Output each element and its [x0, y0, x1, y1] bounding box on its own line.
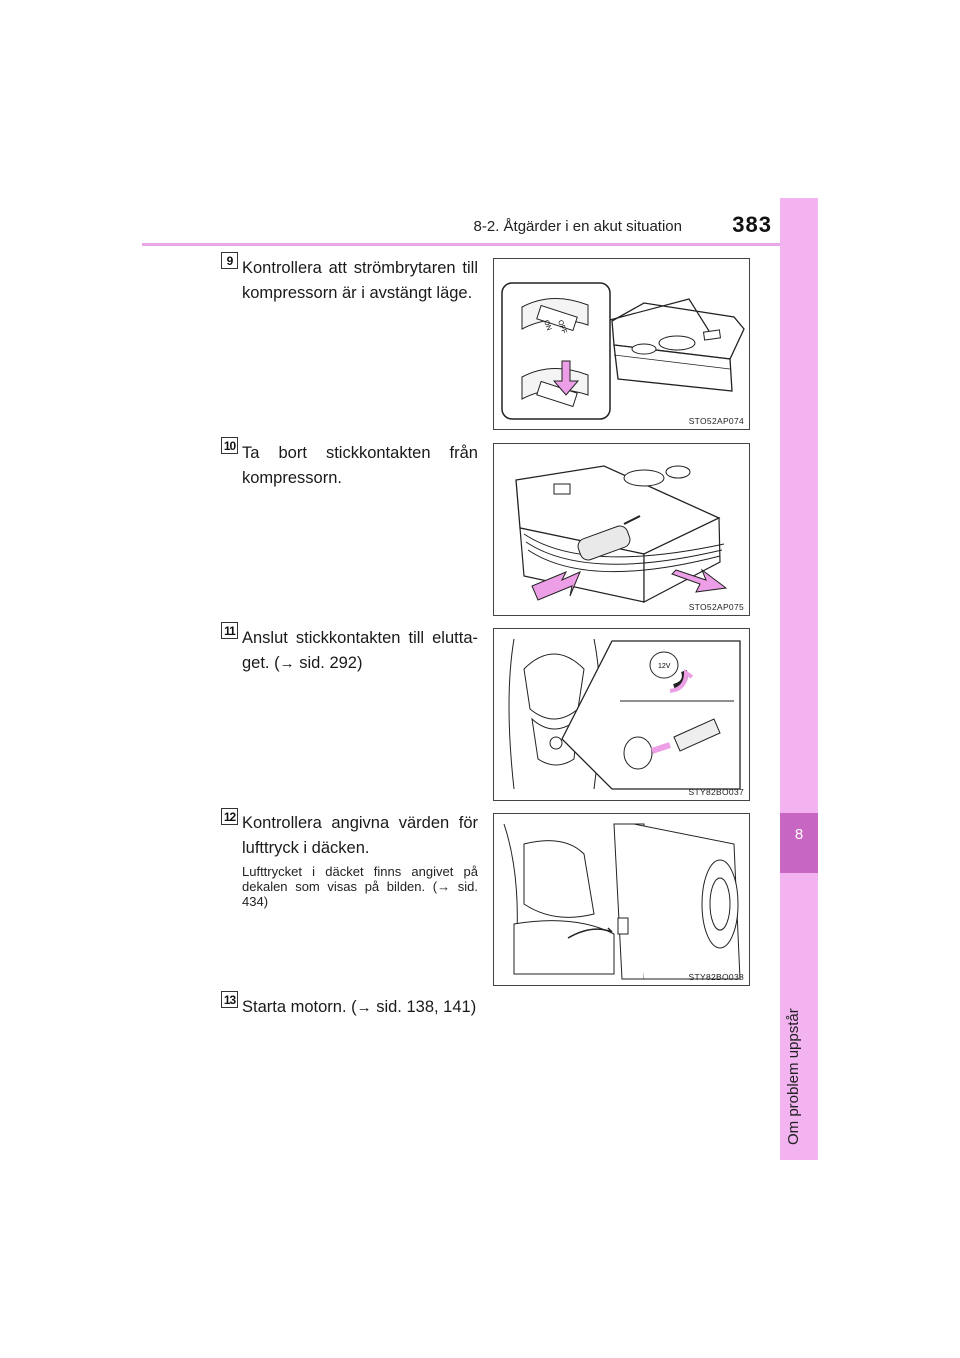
text-fragment: Starta motorn. (: [242, 998, 357, 1016]
socket-12v-label: 12V: [658, 663, 671, 670]
section-title: 8-2. Åtgärder i en akut situation: [473, 218, 682, 235]
pointer-arrow-icon: [567, 927, 613, 939]
note-text: Lufttrycket i däcket finns angivet på de…: [242, 864, 478, 894]
figure-power-outlet: 12V STY82BO037: [493, 628, 750, 801]
step-instruction: Ta bort stickkontakten från: [242, 444, 478, 462]
step-number-badge: 11: [221, 622, 238, 639]
switch-on-label: ON: [542, 319, 552, 331]
page-reference-link[interactable]: sid. 138, 141): [371, 998, 477, 1016]
step-instruction: Starta motorn. (→ sid. 138, 141): [242, 995, 502, 1020]
down-arrow-icon: [552, 360, 580, 396]
chapter-tab-marker: [780, 813, 818, 873]
reference-arrow-icon: →: [356, 999, 372, 1016]
step-instruction: Kontrollera angivna värden för lufttryck…: [242, 814, 478, 857]
arrow-left-icon: [531, 571, 581, 601]
rotate-arrow-icon: [669, 669, 694, 693]
chapter-tab: [780, 198, 818, 1160]
figure-code: STO52AP075: [688, 602, 744, 612]
step-number-badge: 12: [221, 808, 238, 825]
figure-compressor-switch: ON OFF STO52AP074: [493, 258, 750, 430]
figure-code: STY82BO038: [688, 972, 744, 982]
step-number-badge: 10: [221, 437, 238, 454]
page-number: 383: [732, 212, 772, 237]
step-number-badge: 9: [221, 252, 238, 269]
step-instruction: Anslut stickkontakten till elutta-: [242, 629, 478, 647]
page-reference-link[interactable]: sid. 292): [294, 654, 363, 672]
figure-remove-plug: STO52AP075: [493, 443, 750, 616]
step-instruction-continued: kompressorn.: [242, 469, 342, 487]
chapter-number: 8: [794, 826, 804, 843]
figure-code: STY82BO037: [688, 787, 744, 797]
insert-arrow-icon: [651, 742, 671, 754]
arrow-right-icon: [671, 568, 728, 593]
reference-arrow-icon: →: [437, 879, 451, 894]
chapter-title: Om problem uppstår: [785, 1008, 802, 1145]
step-instruction: Kontrollera att strömbrytaren till kompr…: [242, 259, 478, 302]
step-instruction-continued: get. (→ sid. 292): [242, 651, 478, 676]
text-fragment: get. (: [242, 654, 280, 672]
figure-tire-pressure-label: STY82BO038: [493, 813, 750, 986]
figure-code: STO52AP074: [688, 416, 744, 426]
reference-arrow-icon: →: [279, 655, 295, 672]
switch-off-label: OFF: [556, 319, 567, 335]
step-number-badge: 13: [221, 991, 238, 1008]
page-reference-link[interactable]: sid. 434): [242, 879, 478, 909]
header-divider: [142, 243, 818, 246]
step-note: Lufttrycket i däcket finns angivet på de…: [242, 864, 478, 909]
